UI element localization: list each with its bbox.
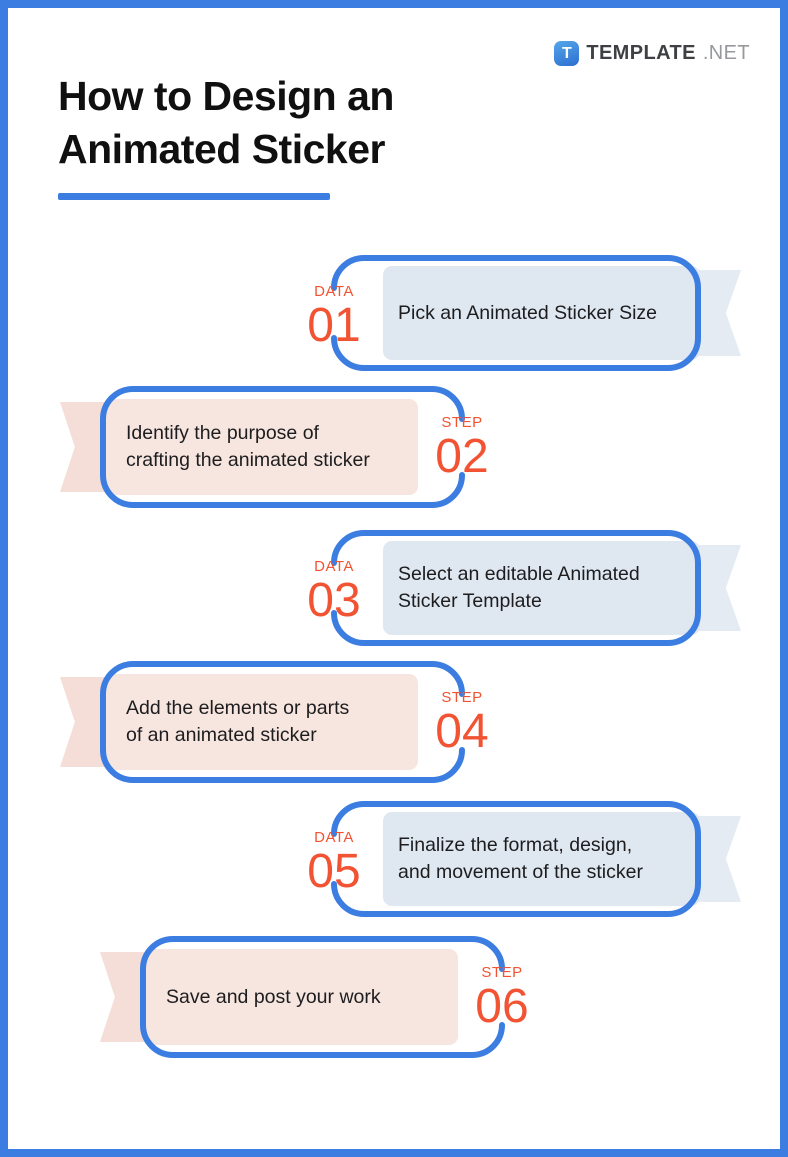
step-number: 05 <box>307 845 361 898</box>
page-title-line1: How to Design an <box>58 73 394 119</box>
step-text: Identify the purpose of crafting the ani… <box>126 422 370 471</box>
step-text: Finalize the format, design, and movemen… <box>398 834 643 883</box>
step-number: 06 <box>475 980 529 1033</box>
page-title: How to Design an Animated Sticker <box>58 70 394 177</box>
step-number-block: DATA 03 <box>303 558 365 626</box>
step-number: 01 <box>307 299 361 352</box>
step-number-block: STEP 06 <box>471 964 533 1032</box>
step-text: Save and post your work <box>166 985 381 1008</box>
step-item-4: Add the elements or parts of an animated… <box>60 661 489 783</box>
step-number: 03 <box>307 574 361 627</box>
step-item-6: Save and post your work STEP 06 <box>100 936 529 1058</box>
step-item-1: Pick an Animated Sticker Size DATA 01 <box>307 255 741 371</box>
step-number-block: STEP 02 <box>431 414 493 482</box>
step-text-box: Select an editable Animated Sticker Temp… <box>383 541 700 635</box>
step-text: Add the elements or parts of an animated… <box>126 697 350 746</box>
brand-suffix: .NET <box>702 42 750 64</box>
step-number: 02 <box>435 430 489 483</box>
title-underline <box>58 193 330 200</box>
step-number-block: STEP 04 <box>431 689 493 757</box>
brand-name: TEMPLATE <box>586 42 696 64</box>
step-text-box: Save and post your work <box>146 949 458 1045</box>
template-net-logo[interactable]: T TEMPLATE .NET <box>554 41 750 66</box>
step-text-box: Pick an Animated Sticker Size <box>383 266 700 360</box>
step-number: 04 <box>435 705 489 758</box>
step-text: Select an editable Animated Sticker Temp… <box>398 563 640 612</box>
step-text: Pick an Animated Sticker Size <box>398 301 658 324</box>
step-number-block: DATA 05 <box>303 829 365 897</box>
step-number-block: DATA 01 <box>303 283 365 351</box>
step-item-2: Identify the purpose of crafting the ani… <box>60 386 489 508</box>
page-title-line2: Animated Sticker <box>58 126 385 173</box>
step-text-box: Finalize the format, design, and movemen… <box>383 812 700 906</box>
step-text-box: Identify the purpose of crafting the ani… <box>106 399 418 495</box>
step-item-5: Finalize the format, design, and movemen… <box>307 801 741 917</box>
template-logo-icon: T <box>554 41 580 66</box>
step-item-3: Select an editable Animated Sticker Temp… <box>307 530 741 646</box>
step-text-box: Add the elements or parts of an animated… <box>106 674 418 770</box>
